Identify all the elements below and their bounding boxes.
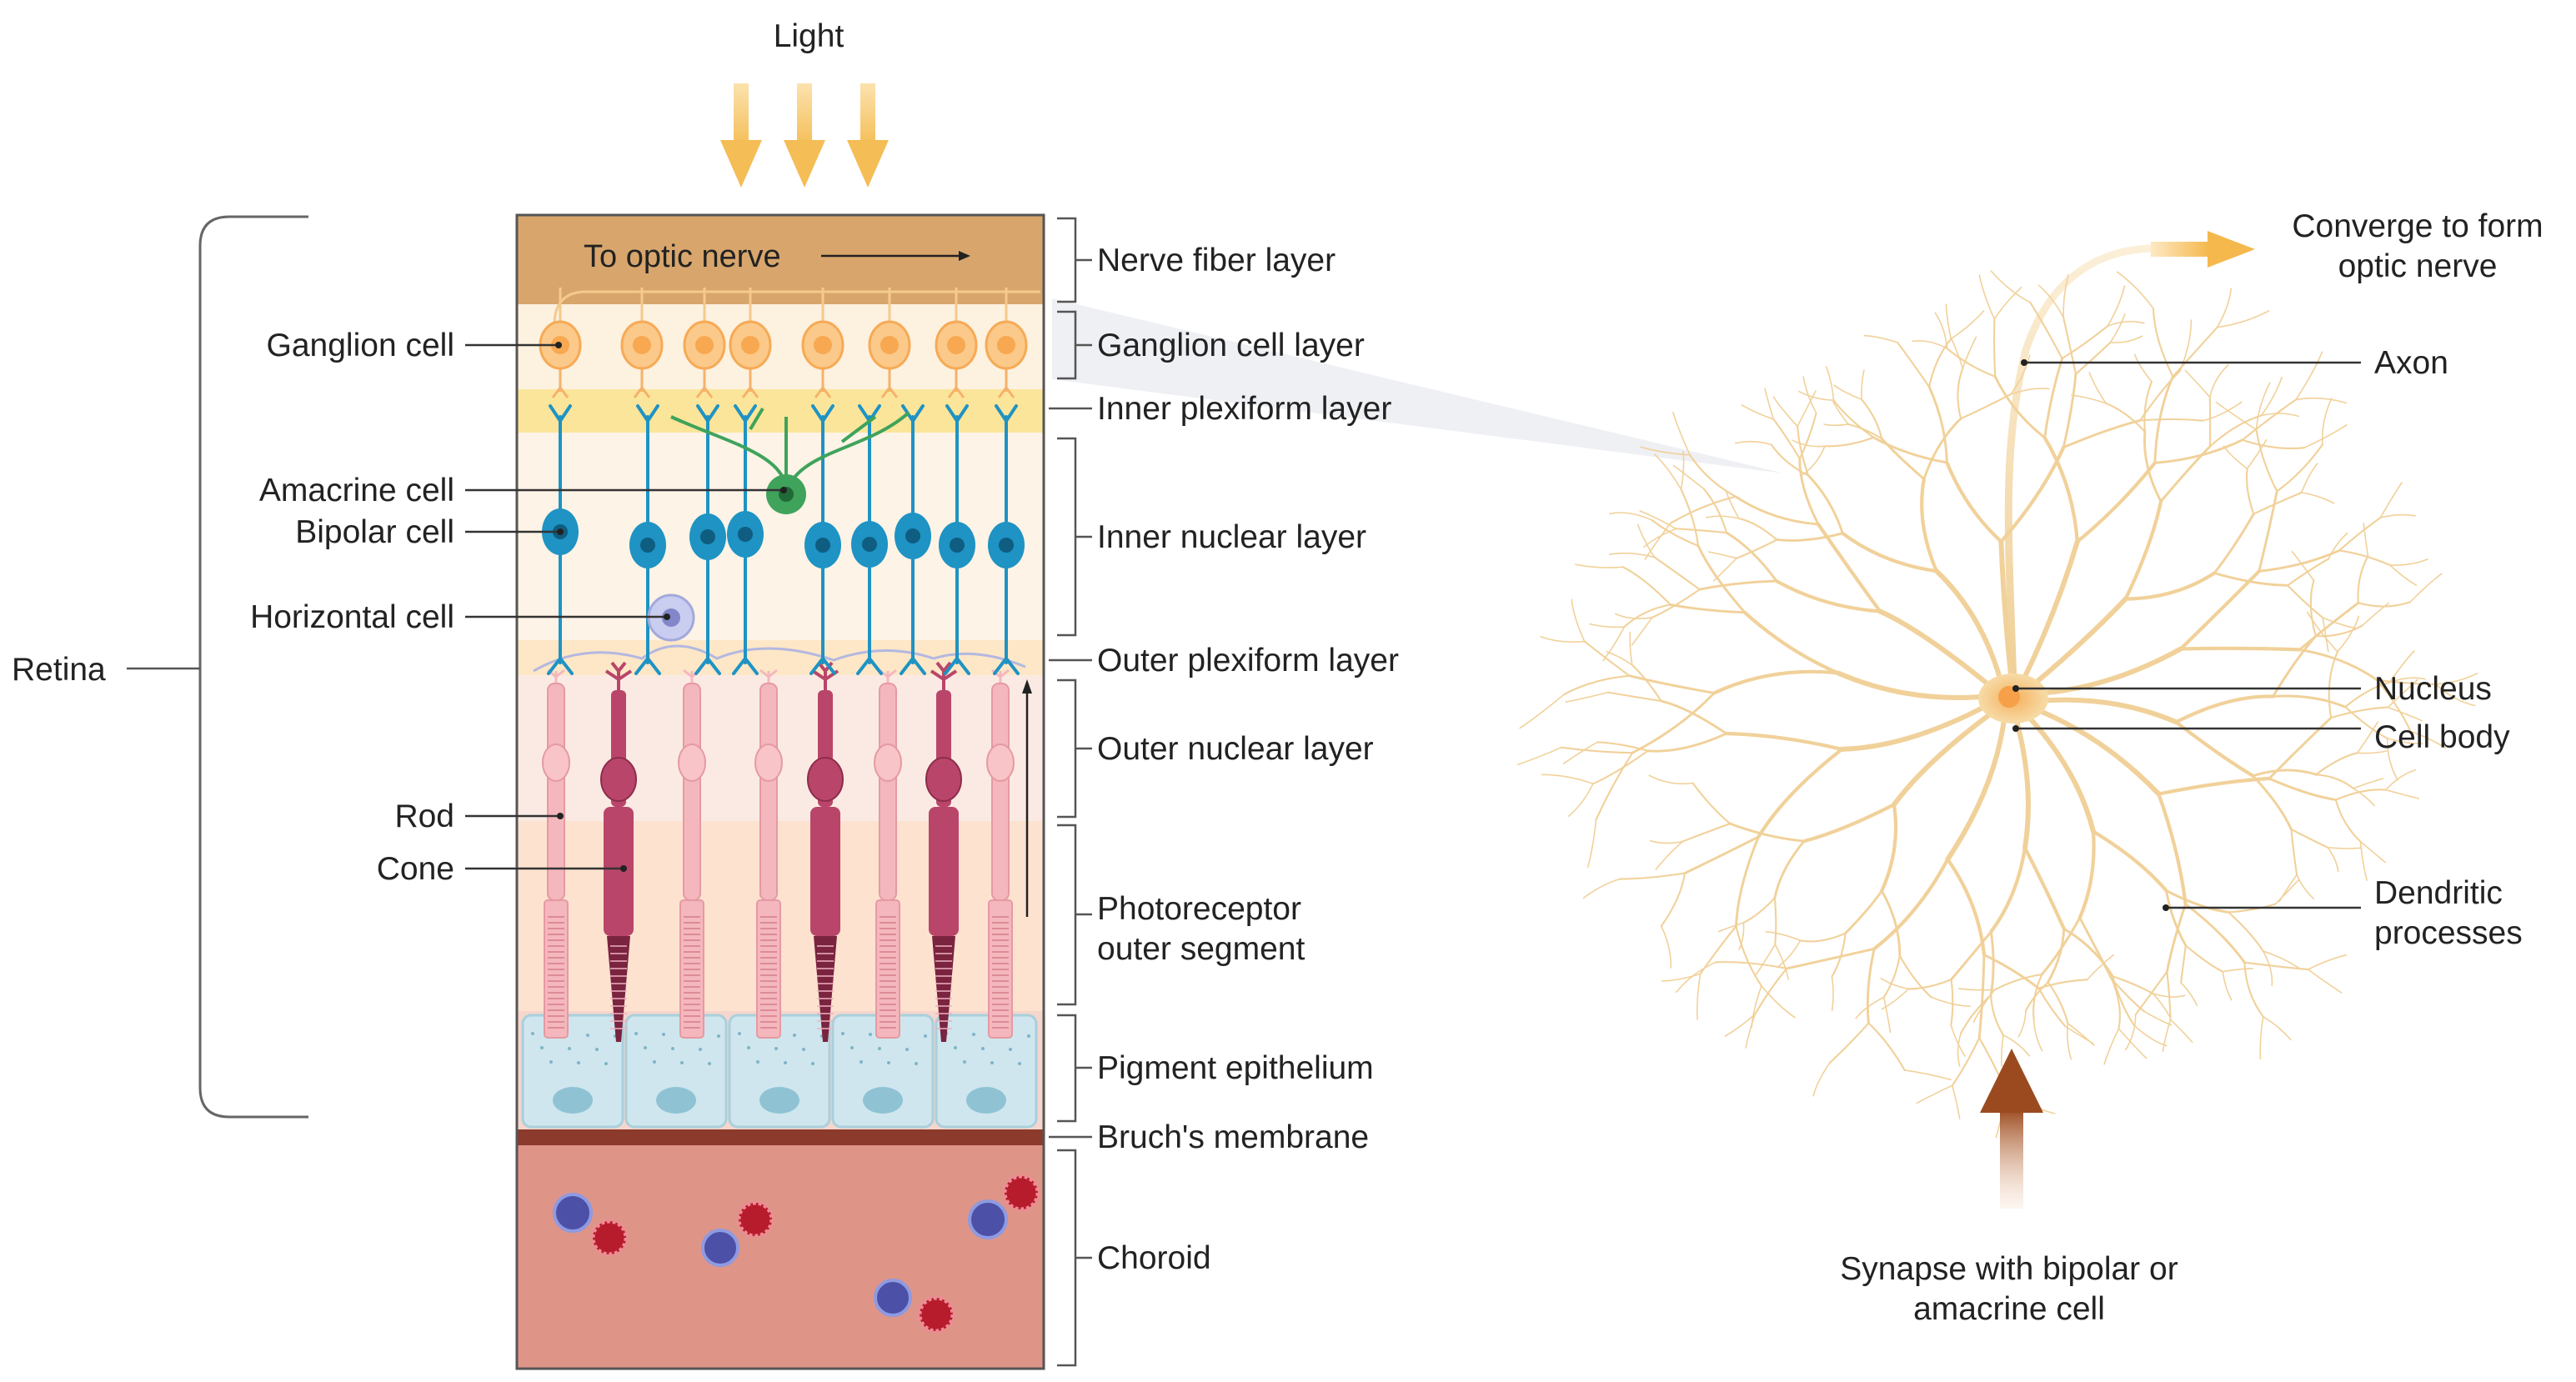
ganglion-cell: [729, 288, 772, 398]
ganglion-cell-layer-label: Ganglion cell layer: [1097, 328, 1365, 363]
to-optic-nerve-label: To optic nerve: [584, 239, 781, 274]
inner-nuclear-layer-label: Inner nuclear layer: [1097, 519, 1367, 555]
light-label: Light: [773, 18, 844, 54]
layer-brackets: [1049, 217, 1092, 1367]
photoreceptor-label-line1: Photoreceptor: [1097, 891, 1301, 927]
cone-cell: [925, 661, 962, 1042]
light-arrows: [720, 83, 889, 188]
rod-cell: [754, 668, 783, 1039]
cone-cell: [600, 661, 637, 1042]
pigment-epithelium-label: Pigment epithelium: [1097, 1050, 1374, 1086]
pigment-epithelium-cell: [935, 1014, 1038, 1129]
bruchs-membrane-band: [517, 1129, 1044, 1145]
ganglion-cell: [868, 288, 911, 398]
retina-label: Retina: [12, 652, 106, 688]
choroid-band: [517, 1145, 1044, 1369]
rod-cell: [678, 668, 706, 1039]
bipolar-cells: [542, 404, 1025, 675]
light-arrow: [847, 83, 889, 188]
photoreceptor-label-line2: outer segment: [1097, 931, 1306, 967]
synapse-label-line1: Synapse with bipolar or: [1840, 1251, 2178, 1287]
outer-nuclear-band: [517, 675, 1044, 821]
ganglion-cell-label: Ganglion cell: [266, 328, 454, 363]
dendritic-label-line2: processes: [2374, 915, 2523, 951]
cell-body-label: Cell body: [2374, 719, 2510, 755]
retina-column: [515, 213, 1045, 1370]
bipolar-cell: [629, 404, 666, 675]
pigment-epithelium-cell: [624, 1014, 728, 1129]
dendritic-label-line1: Dendritic: [2374, 875, 2503, 911]
ganglion-neuron: [1516, 231, 2478, 1209]
bipolar-cell: [804, 404, 841, 675]
bipolar-cell: [727, 404, 764, 675]
photoreceptors: [542, 661, 1015, 1042]
pigment-epithelium-cells: [521, 1014, 1038, 1129]
bipolar-cell: [988, 404, 1025, 675]
outer-plexiform-layer-label: Outer plexiform layer: [1097, 643, 1399, 678]
inner-plexiform-layer-label: Inner plexiform layer: [1097, 391, 1392, 427]
dendritic-processes: [1516, 270, 2478, 1139]
rod-cell: [986, 668, 1015, 1039]
light-arrow: [720, 83, 762, 188]
amacrine-cell-label: Amacrine cell: [258, 473, 454, 508]
light-arrow: [784, 83, 825, 188]
axon-label: Axon: [2374, 345, 2448, 381]
cone-cell: [807, 661, 844, 1042]
rod-cell: [542, 668, 570, 1039]
ganglion-cell: [620, 288, 664, 398]
rod-label: Rod: [394, 799, 454, 834]
cone-label: Cone: [376, 851, 454, 887]
ganglion-cell: [935, 288, 978, 398]
outer-nuclear-layer-label: Outer nuclear layer: [1097, 731, 1374, 767]
converge-arrow: [2151, 231, 2255, 268]
converge-label-line1: Converge to form: [2292, 208, 2543, 244]
pigment-epithelium-cell: [831, 1014, 935, 1129]
converge-label-line2: optic nerve: [2338, 248, 2498, 284]
pigment-epithelium-cell: [521, 1014, 624, 1129]
ganglion-cells: [539, 288, 1028, 398]
zoom-wedge: [1052, 298, 1784, 473]
blood-cells: [553, 1174, 1040, 1334]
nerve-fiber-layer-label: Nerve fiber layer: [1097, 243, 1336, 278]
rod-cell: [874, 668, 902, 1039]
ganglion-cell: [801, 288, 844, 398]
axon: [2004, 244, 2155, 692]
ganglion-cell: [985, 288, 1028, 398]
bipolar-cell: [689, 404, 726, 675]
bipolar-cell: [939, 404, 975, 675]
bruchs-membrane-label: Bruch's membrane: [1097, 1119, 1370, 1155]
amacrine-cell: [670, 407, 910, 514]
choroid-label: Choroid: [1097, 1240, 1211, 1276]
nucleus-label: Nucleus: [2374, 671, 2492, 707]
horizontal-cell-label: Horizontal cell: [250, 599, 454, 635]
synapse-label-line2: amacrine cell: [1913, 1291, 2105, 1327]
ganglion-cell: [683, 288, 726, 398]
synapse-arrow: [1980, 1049, 2043, 1209]
left-leaders: [465, 343, 784, 870]
bipolar-cell-label: Bipolar cell: [295, 514, 454, 550]
